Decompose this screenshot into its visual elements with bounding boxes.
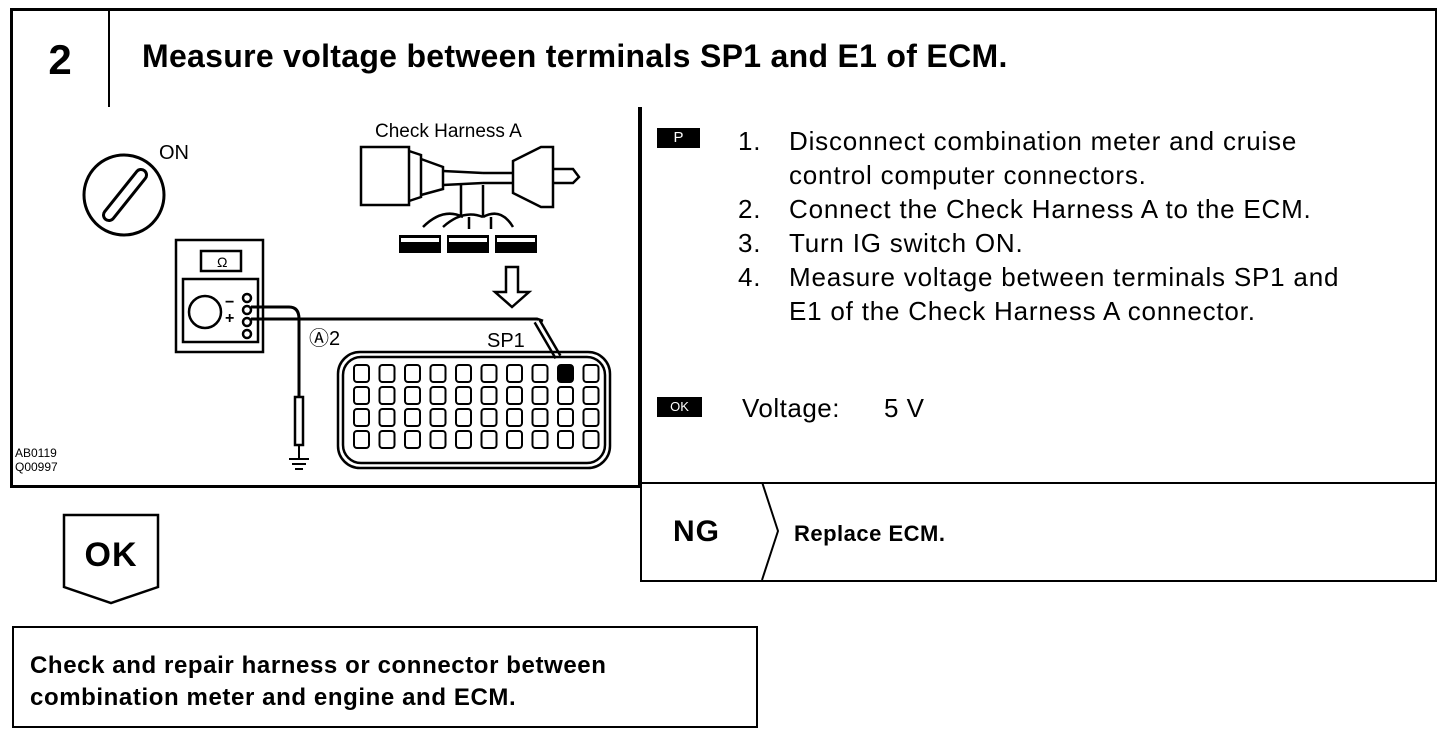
ecm-pin [506, 408, 523, 427]
probe-label: Ⓐ2 [309, 327, 340, 350]
procedure-badge: P [657, 128, 700, 148]
meter-plus: + [225, 310, 234, 327]
ecm-pin [582, 408, 600, 427]
ecm-pin [353, 430, 370, 449]
ecm-pin [531, 364, 549, 383]
wiring-diagram: ON Check Harness A [10, 107, 640, 488]
step-number-box [10, 8, 110, 107]
sp1-pin [557, 364, 574, 383]
ecm-pin [429, 364, 447, 383]
ground-probe [293, 395, 305, 447]
ecm-pin [429, 430, 447, 449]
down-arrow-icon [491, 265, 533, 309]
ecm-pin [480, 364, 498, 383]
ecm-pin [557, 386, 574, 405]
result-line-2: combination meter and engine and ECM. [30, 684, 517, 711]
harness-label: Check Harness A [375, 121, 522, 142]
ecm-pin [506, 386, 523, 405]
instruction-panel [640, 107, 1437, 582]
ignition-on-label: ON [159, 142, 189, 164]
ecm-pin [353, 408, 370, 427]
ecm-pin [531, 430, 549, 449]
ecm-pin [429, 386, 447, 405]
ecm-pin [404, 386, 421, 405]
ecm-pin [378, 364, 396, 383]
ecm-pin [557, 408, 574, 427]
ecm-pin [531, 386, 549, 405]
ecm-pin [353, 386, 370, 405]
ng-action: Replace ECM. [794, 521, 946, 546]
step-header [10, 8, 1437, 107]
ecm-pin [404, 364, 421, 383]
figure-code-2: Q00997 [15, 460, 58, 474]
step-3-line-1: Turn IG switch ON. [789, 228, 1024, 258]
ecm-pin [480, 408, 498, 427]
step-title: Measure voltage between terminals SP1 an… [142, 38, 1008, 74]
ecm-pin [404, 408, 421, 427]
step-1-line-2: control computer connectors. [789, 160, 1147, 190]
voltage-label: Voltage: [742, 393, 840, 423]
sp1-label: SP1 [487, 330, 525, 352]
step-4-line-1: Measure voltage between terminals SP1 an… [789, 262, 1340, 292]
ecm-connector-icon [336, 350, 612, 470]
diagram-illustration: ON Check Harness A [15, 121, 612, 474]
ecm-pin [404, 430, 421, 449]
ecm-pin [455, 408, 472, 427]
check-harness-icon [359, 145, 581, 229]
voltage-value: 5 V [884, 393, 925, 423]
ecm-pin [353, 364, 370, 383]
result-box [12, 626, 758, 728]
voltmeter-icon [174, 238, 265, 354]
positive-lead [251, 317, 544, 323]
figure-code-1: AB0119 [15, 446, 57, 460]
ecm-pin [480, 430, 498, 449]
step-1-line-1: Disconnect combination meter and cruise [789, 126, 1298, 156]
ecm-pin [378, 386, 396, 405]
connector-blocks [399, 235, 537, 253]
ecm-pin [429, 408, 447, 427]
ecm-pin [378, 430, 396, 449]
ecm-pin [455, 430, 472, 449]
meter-symbol: Ω [217, 254, 227, 270]
ground-symbol-icon [289, 445, 309, 470]
ecm-pin [506, 430, 523, 449]
step-2-line-1: Connect the Check Harness A to the ECM. [789, 194, 1312, 224]
step-3-number: 3. [738, 228, 762, 258]
ecm-pin [455, 386, 472, 405]
ok-spec-badge: OK [657, 397, 702, 417]
ng-divider [642, 482, 1435, 484]
ecm-pin [582, 386, 600, 405]
ecm-pin [582, 364, 600, 383]
step-4-line-2: E1 of the Check Harness A connector. [789, 296, 1256, 326]
ecm-pin [531, 408, 549, 427]
ecm-pin [480, 386, 498, 405]
ecm-pin [582, 430, 600, 449]
meter-minus: − [225, 294, 234, 311]
step-number: 2 [48, 36, 72, 83]
step-2-number: 2. [738, 194, 762, 224]
ecm-pin [557, 430, 574, 449]
ignition-switch-icon [82, 153, 166, 237]
ecm-pin-grid [353, 364, 600, 449]
step-4-number: 4. [738, 262, 762, 292]
ng-chevron-icon [761, 482, 780, 580]
ok-arrow-box-icon [62, 513, 160, 605]
ecm-pin [455, 364, 472, 383]
result-line-1: Check and repair harness or connector be… [30, 652, 607, 679]
ok-branch-label: OK [84, 536, 138, 574]
ecm-pin [506, 364, 523, 383]
step-1-number: 1. [738, 126, 762, 156]
ecm-pin [378, 408, 396, 427]
ng-label: NG [673, 515, 720, 548]
